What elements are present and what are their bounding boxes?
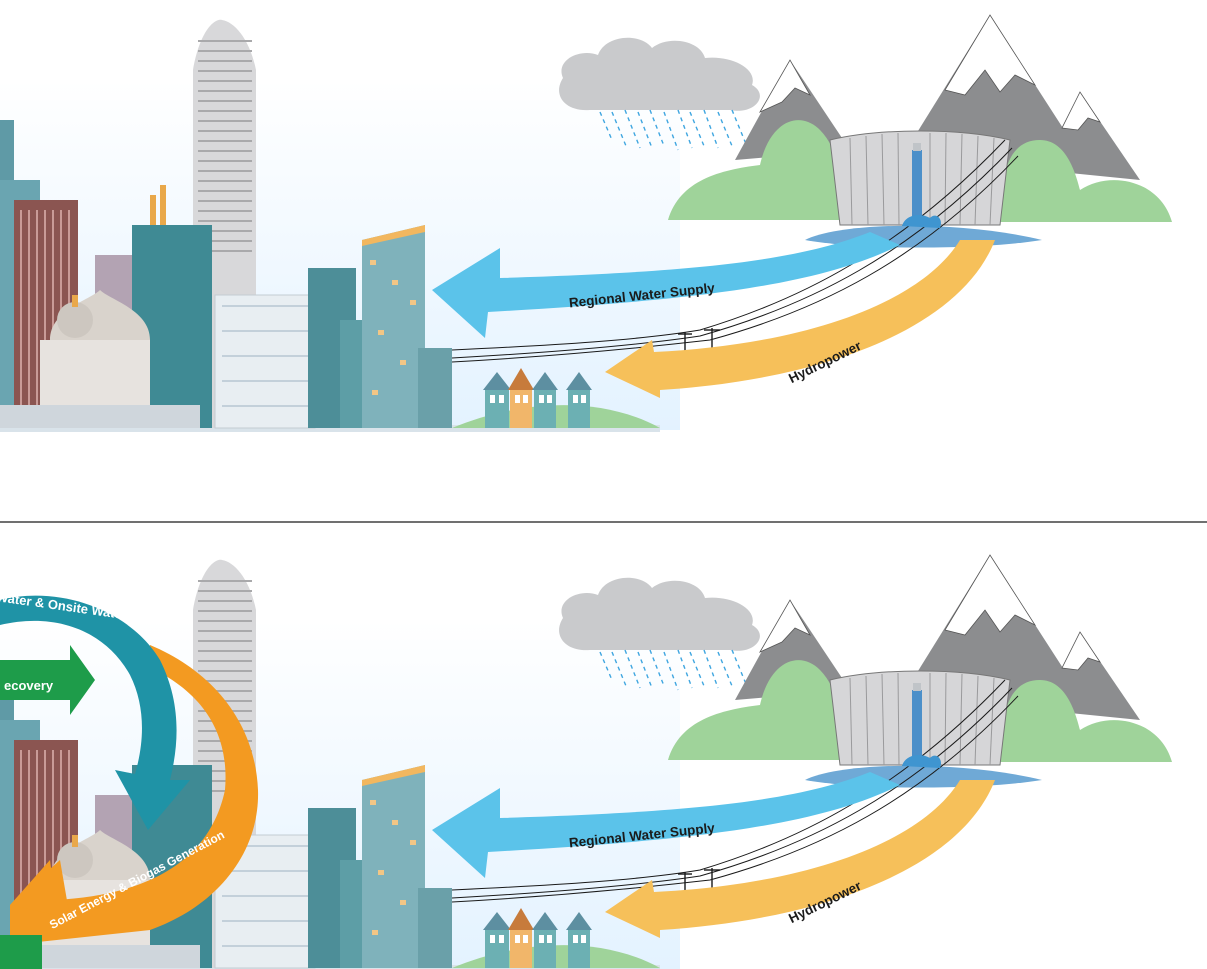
solar-biogas-loop [10, 645, 259, 945]
label-resource-recovery: ecovery [4, 678, 54, 693]
panel-top: Regional Water Supply Hydropower [0, 14, 1173, 433]
onsite-reuse-loop [0, 595, 190, 830]
resource-recovery-loop [0, 645, 95, 715]
panel-bottom: Regional Water Supply Hydropower Water &… [0, 554, 1173, 969]
